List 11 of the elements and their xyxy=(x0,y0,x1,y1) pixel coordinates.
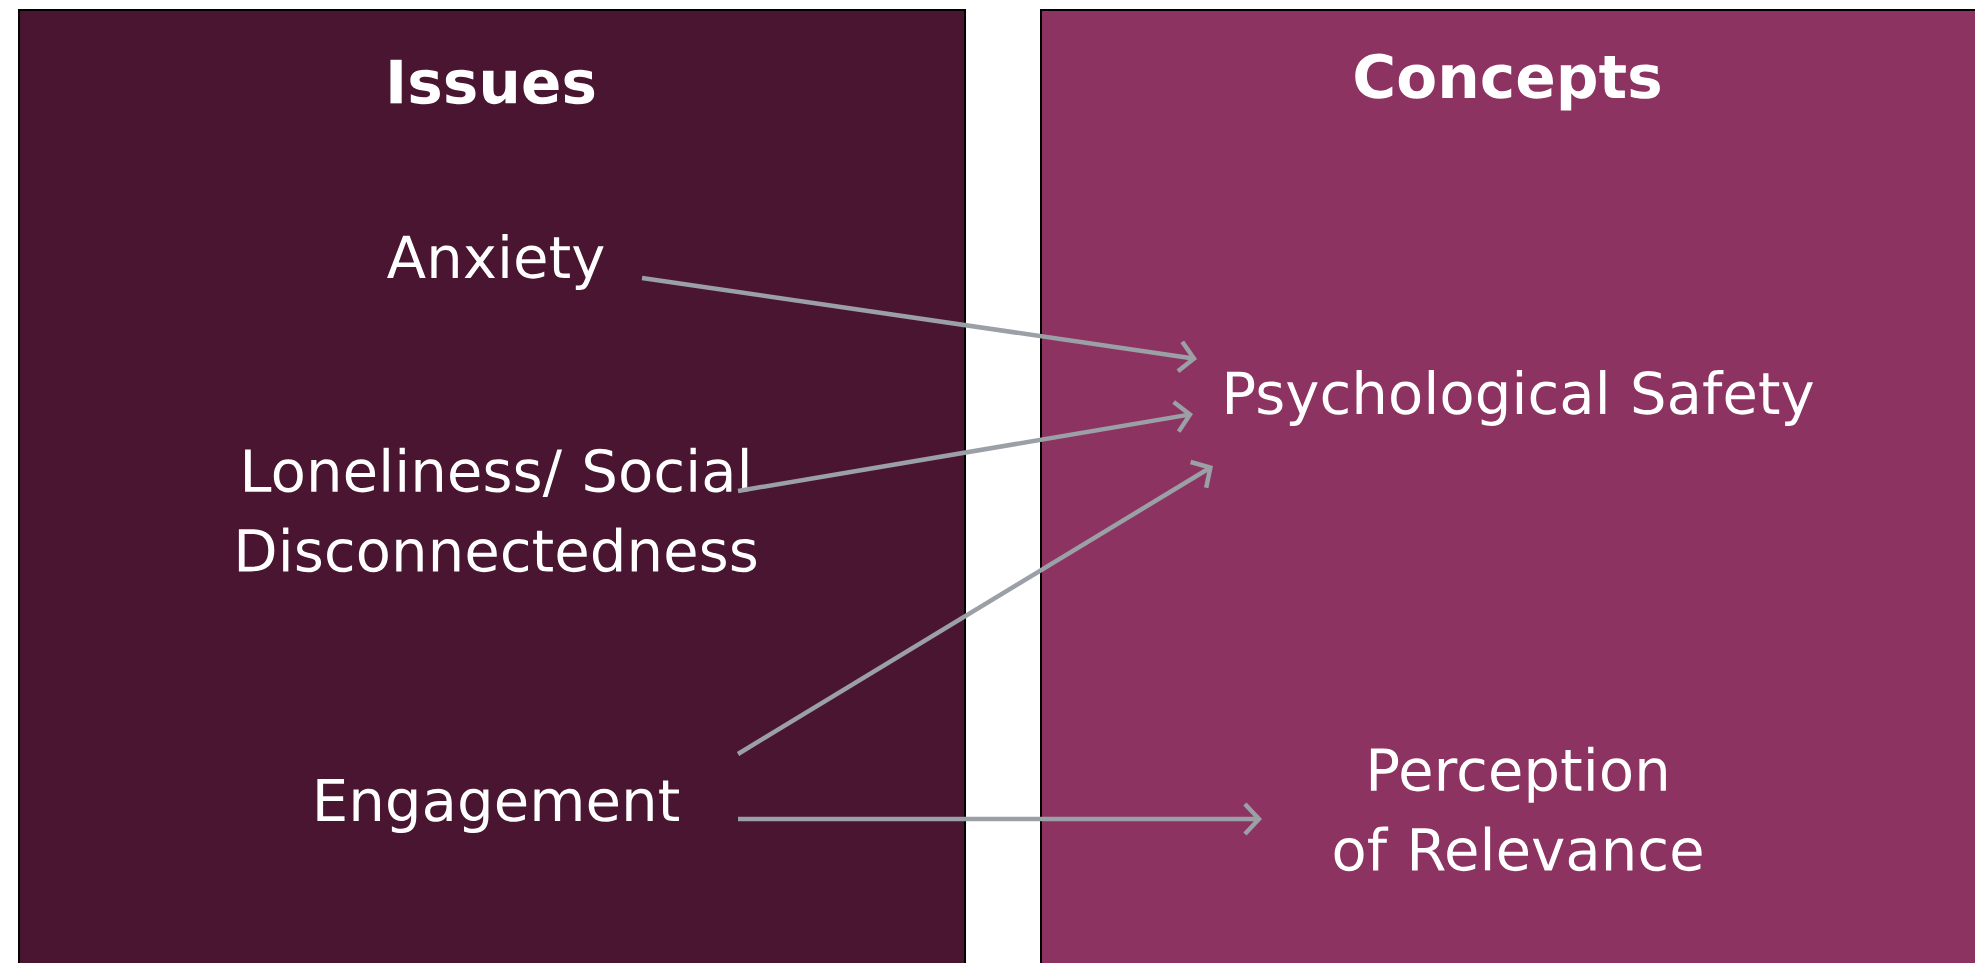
arrow xyxy=(738,802,1262,836)
arrow xyxy=(736,459,1213,756)
concept-text: Perception of Relevance xyxy=(1334,746,1702,872)
panel-title: Issues xyxy=(390,59,595,105)
concept-text: Anxiety xyxy=(387,234,604,290)
arrow xyxy=(641,275,1197,374)
concept-text: Engagement xyxy=(317,778,679,834)
arrow xyxy=(737,400,1193,494)
concept-text: Psychological Safety xyxy=(1227,370,1814,426)
panel-title: Concepts xyxy=(1355,53,1660,111)
concept-text: Loneliness/ Social Disconnectedness xyxy=(238,447,757,573)
